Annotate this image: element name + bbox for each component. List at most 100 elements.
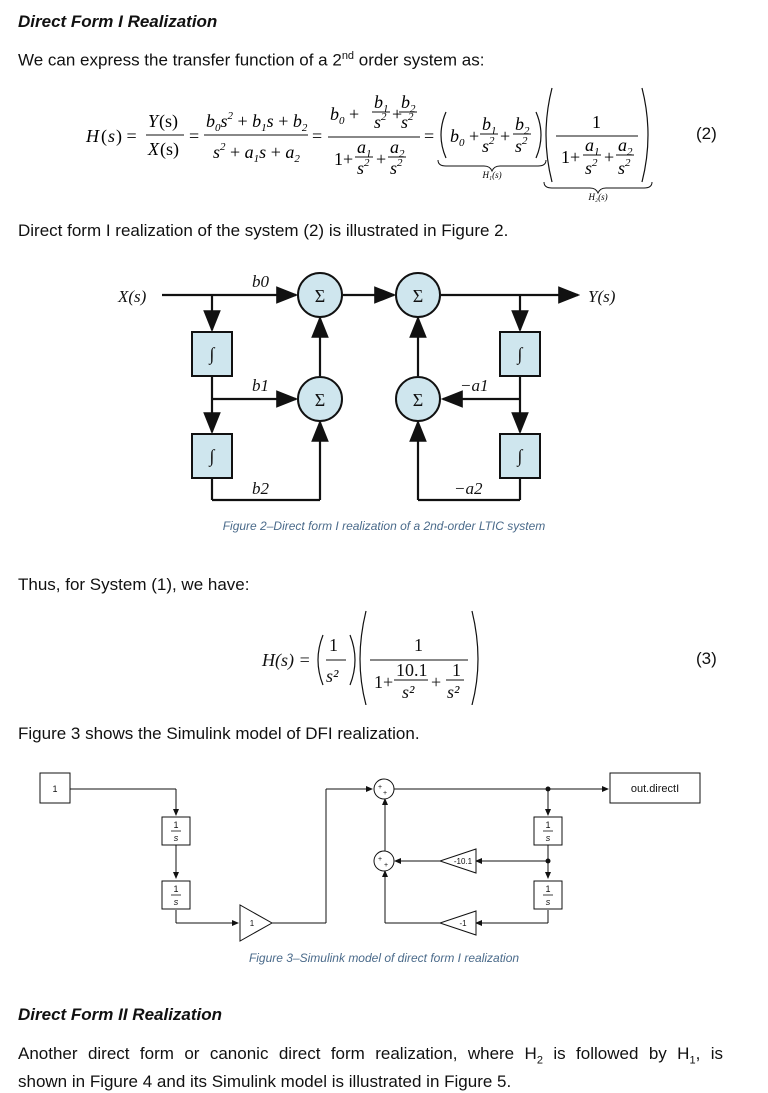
fig2-sum-top-right: [395, 272, 441, 318]
fig3-output-block: [609, 772, 701, 804]
svg-text:s2: s2: [482, 135, 495, 156]
fig2-b1-label: b1: [252, 376, 269, 395]
fig3-gain-a2: [438, 910, 477, 936]
fig2-b0-label: b0: [252, 272, 270, 291]
svg-text:s2: s2: [374, 111, 387, 132]
svg-text:1+: 1+: [334, 149, 353, 169]
svg-text:) =: ) =: [116, 126, 137, 147]
svg-text:=: =: [189, 126, 199, 146]
para5-line1: Another direct form or canonic direct fo…: [18, 1043, 723, 1071]
eq3-s2: s²: [402, 682, 415, 702]
paragraph-figure2-intro: Direct form I realization of the system …: [18, 221, 509, 240]
fig3-int3-num: 1: [545, 820, 550, 830]
fig3-constant-value: 1: [52, 784, 57, 794]
fig2-integrator-symbol: ∫: [209, 344, 216, 365]
fig3-int2-den: s: [174, 897, 179, 907]
paragraph-figure3-intro: Figure 3 shows the Simulink model of DFI…: [18, 724, 420, 743]
svg-text:+: +: [392, 104, 402, 124]
fig2-sum-symbol: Σ: [315, 390, 325, 410]
eq2-Y: Y: [148, 111, 160, 131]
eq3-H1-numerator: 1: [329, 635, 338, 655]
fig3-int4-den: s: [546, 897, 551, 907]
svg-text:1+: 1+: [561, 147, 580, 167]
section-heading-direct-form-2: Direct Form II Realization: [18, 1005, 223, 1024]
eq3-lhs: H(s) =: [261, 650, 311, 671]
para5-text3: , is: [695, 1044, 723, 1063]
svg-text:+: +: [500, 126, 510, 146]
svg-text:s2 + a1s + a2: s2 + a1s + a2: [213, 141, 300, 165]
fig3-gain-a1: [438, 848, 477, 874]
equation-2-number: (2): [696, 124, 717, 143]
fig2-sum-top-left: [297, 272, 343, 318]
fig3-gain-a2-value: -1: [459, 919, 467, 928]
fig3-constant-block: [39, 772, 71, 804]
svg-text:+: +: [604, 147, 614, 167]
eq3-s2: s²: [447, 682, 460, 702]
fig2-integrator-left-2: [191, 433, 233, 479]
para5-text2: is followed by H: [542, 1044, 690, 1063]
para5-sub-a: 2: [536, 1054, 543, 1067]
figure-2-diagram: Σ Σ Σ Σ ∫ ∫ ∫ ∫ X(s) Y(s) b0 b1 b2 −a1 −…: [117, 272, 616, 502]
svg-text:s2: s2: [390, 157, 403, 178]
fig2-integrator-symbol: ∫: [517, 344, 524, 365]
svg-text:+: +: [384, 862, 388, 869]
eq2-X: X: [147, 139, 160, 159]
svg-text:(s): (s): [160, 139, 179, 160]
fig2-integrator-symbol: ∫: [209, 446, 216, 467]
fig3-gain-main: [239, 904, 274, 942]
fig3-gain-a1-value: -10.1: [454, 857, 473, 866]
fig2-sum-symbol: Σ: [315, 286, 325, 306]
equation-3: H(s) = 1 s² 1 1+ 10.1 s² + 1 s²: [261, 610, 479, 705]
eq3-coefficient: 10.1: [396, 660, 428, 680]
svg-text:+: +: [376, 149, 386, 169]
fig2-integrator-right-1: [499, 331, 541, 377]
fig2-input-label: X(s): [117, 287, 147, 306]
fig2-minus-a2-label: −a2: [454, 479, 483, 498]
fig3-integrator-1: [161, 816, 191, 846]
eq3-H2-numerator: 1: [414, 635, 423, 655]
fig3-int3-den: s: [546, 833, 551, 843]
fig3-int2-num: 1: [173, 884, 178, 894]
fig3-integrator-2: [161, 880, 191, 910]
intro-text-before: We can express the transfer function of …: [18, 50, 342, 70]
fig3-int1-num: 1: [173, 820, 178, 830]
fig2-sum-symbol: Σ: [413, 390, 423, 410]
paragraph-direct-form-2: Another direct form or canonic direct fo…: [18, 1043, 723, 1093]
svg-text:1+: 1+: [374, 672, 393, 692]
eq2-H: H: [85, 126, 100, 146]
intro-superscript: nd: [341, 50, 355, 62]
fig3-sum-bottom: [373, 850, 395, 872]
svg-text:s2: s2: [401, 111, 414, 132]
fig2-b2-label: b2: [252, 479, 270, 498]
svg-text:+: +: [431, 672, 441, 692]
eq2-s: s: [108, 126, 115, 146]
fig3-int4-num: 1: [545, 884, 550, 894]
svg-text:+: +: [383, 790, 387, 797]
intro-paragraph: We can express the transfer function of …: [18, 50, 484, 71]
equation-2: H ( s ) = Y (s) X (s) = b0s2 + b1s + b2 …: [85, 87, 653, 202]
svg-text:=: =: [312, 126, 322, 146]
svg-text:+: +: [378, 856, 382, 863]
eq2-H2-label: H₂(s): [587, 192, 607, 202]
fig3-gain-main-value: 1: [250, 919, 255, 928]
para5-line2: shown in Figure 4 and its Simulink model…: [18, 1072, 512, 1092]
para5-text1: Another direct form or canonic direct fo…: [18, 1044, 537, 1063]
svg-text:+: +: [378, 784, 382, 791]
svg-text:s2: s2: [618, 157, 631, 178]
fig2-output-label: Y(s): [588, 287, 616, 306]
fig2-integrator-right-2: [499, 433, 541, 479]
paragraph-system-1: Thus, for System (1), we have:: [18, 575, 250, 594]
fig2-sum-bottom-left: [297, 376, 343, 422]
svg-text:s2: s2: [585, 157, 598, 178]
para5-sub-b: 1: [689, 1054, 696, 1067]
svg-text:(: (: [101, 126, 107, 147]
fig2-minus-a1-label: −a1: [460, 376, 488, 395]
svg-text:s2: s2: [357, 157, 370, 178]
eq3-H1-denominator: s²: [326, 666, 339, 686]
fig2-sum-symbol: Σ: [413, 286, 423, 306]
fig2-sum-bottom-right: [395, 376, 441, 422]
svg-text:b0 +: b0 +: [450, 126, 479, 149]
eq2-H1-label: H₁(s): [481, 170, 501, 180]
fig3-sum-top: [373, 778, 395, 800]
svg-text:b0s2 + b1s + b2: b0s2 + b1s + b2: [206, 110, 308, 134]
